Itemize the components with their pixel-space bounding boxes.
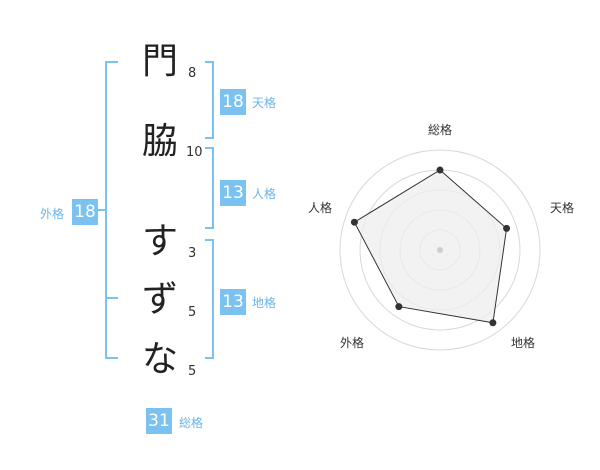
name-char-3: す bbox=[141, 221, 178, 262]
jinkaku-badge: 13 bbox=[220, 180, 246, 206]
stroke-count-3: 3 bbox=[188, 246, 197, 261]
radar-axis-label-jinkaku: 人格 bbox=[308, 201, 333, 215]
stroke-count-4: 5 bbox=[188, 305, 197, 320]
stroke-count-1: 8 bbox=[188, 66, 197, 81]
radar-point-3 bbox=[489, 319, 497, 327]
bracket-tenkaku bbox=[205, 61, 214, 139]
soukaku-badge: 31 bbox=[146, 408, 172, 434]
gaikaku-badge: 18 bbox=[72, 199, 98, 225]
tenkaku-label: 天格 bbox=[252, 96, 277, 110]
jinkaku-label: 人格 bbox=[252, 187, 277, 201]
radar-axis-label-chikaku: 地格 bbox=[511, 336, 536, 350]
bracket-gaikaku bbox=[96, 61, 118, 359]
bracket-chikaku bbox=[205, 239, 214, 359]
tenkaku-badge: 18 bbox=[220, 89, 246, 115]
name-char-1: 門 bbox=[141, 41, 178, 82]
radar-point-5 bbox=[350, 218, 358, 226]
radar-point-4 bbox=[395, 303, 403, 311]
radar-series-polygon bbox=[353, 169, 508, 324]
chikaku-badge: 13 bbox=[220, 289, 246, 315]
radar-center-dot bbox=[437, 247, 443, 253]
radar-chart bbox=[339, 149, 541, 351]
chikaku-label: 地格 bbox=[252, 296, 277, 310]
radar-point-1 bbox=[436, 166, 444, 174]
name-char-2: 脇 bbox=[141, 121, 178, 162]
name-char-4: ず bbox=[141, 279, 178, 320]
radar-axis-label-tenkaku: 天格 bbox=[550, 201, 575, 215]
soukaku-label: 総格 bbox=[179, 416, 204, 430]
radar-axis-label-soukaku: 総格 bbox=[428, 123, 453, 137]
stroke-count-5: 5 bbox=[188, 364, 197, 379]
bracket-jinkaku bbox=[205, 147, 214, 229]
radar-axis-label-gaikaku: 外格 bbox=[340, 336, 365, 350]
stroke-count-2: 10 bbox=[186, 145, 203, 160]
radar-point-2 bbox=[503, 224, 511, 232]
name-char-5: な bbox=[141, 339, 178, 380]
gaikaku-label: 外格 bbox=[40, 207, 65, 221]
